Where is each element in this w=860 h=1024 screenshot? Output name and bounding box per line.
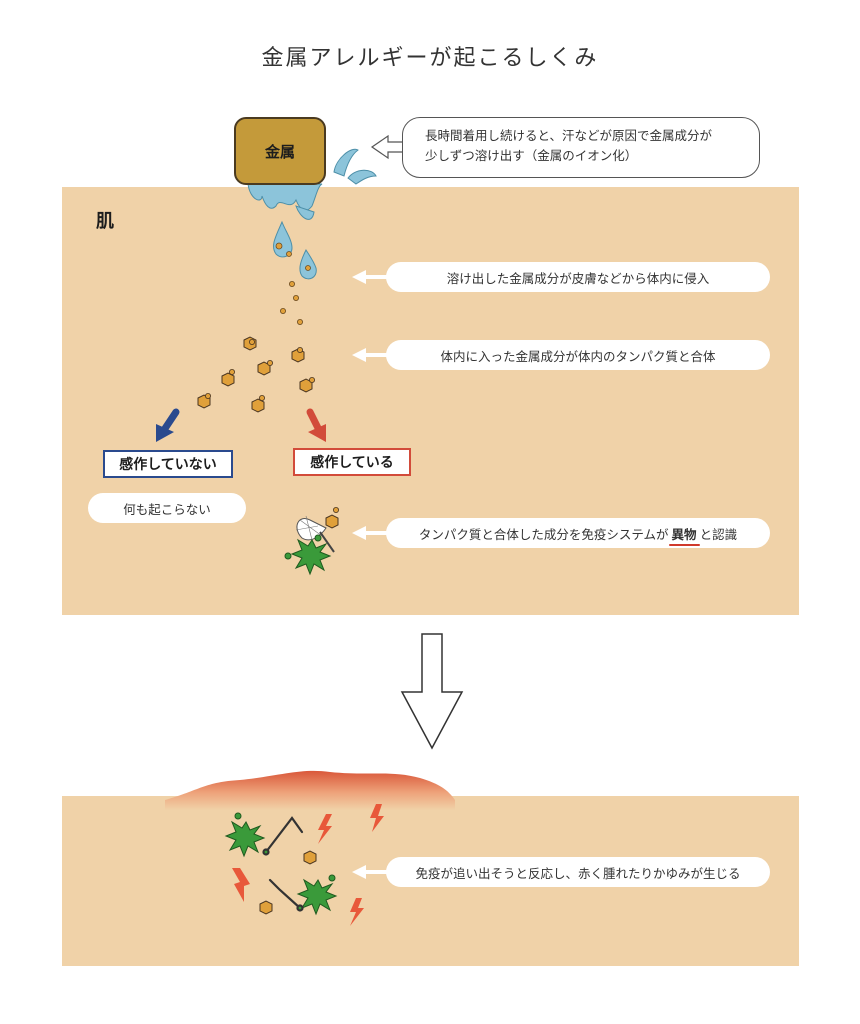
- germs-bottom: [224, 812, 338, 916]
- step-invasion: 溶け出した金属成分が皮膚などから体内に侵入: [386, 262, 770, 292]
- particles-in-drops: [275, 242, 311, 271]
- metal-block: 金属: [234, 117, 326, 185]
- immune-net-icon: [295, 515, 335, 553]
- red-arrow-icon: [306, 408, 326, 442]
- big-down-arrow-icon: [400, 633, 464, 750]
- droplets: [273, 220, 317, 280]
- callout-arrow-icon: [370, 134, 405, 160]
- scratch-marks: [262, 816, 304, 912]
- callout-line-2: 少しずつ溶け出す（金属のイオン化）: [425, 148, 638, 163]
- diagram-title: 金属アレルギーが起こるしくみ: [261, 46, 599, 71]
- bottom-particles: [259, 850, 317, 915]
- protein-particles: [204, 338, 339, 513]
- swelling-bump: [165, 770, 455, 810]
- not-sensitized-box: 感作していない: [103, 450, 233, 478]
- metal-particles: [279, 280, 303, 325]
- nothing-happens-pill: 何も起こらない: [88, 493, 246, 523]
- metal-drips: [247, 183, 323, 220]
- skin-label: 肌: [96, 211, 114, 232]
- step-binding: 体内に入った金属成分が体内のタンパク質と合体: [386, 340, 770, 370]
- callout-ionization: 長時間着用し続けると、汗などが原因で金属成分が 少しずつ溶け出す（金属のイオン化…: [402, 117, 760, 178]
- itch-sparks: [232, 804, 384, 926]
- step-recognition-pre: タンパク質と合体した成分を免疫システムが: [418, 526, 669, 542]
- metal-label: 金属: [264, 142, 295, 161]
- pointer-arrows: [352, 270, 390, 879]
- sensitized-box: 感作している: [293, 448, 411, 476]
- protein-complexes: [197, 336, 339, 529]
- blue-arrow-icon: [156, 408, 180, 442]
- splash-drops: [333, 148, 377, 185]
- step-recognition-post: と認識: [699, 526, 738, 542]
- callout-line-1: 長時間着用し続けると、汗などが原因で金属成分が: [425, 128, 713, 143]
- foreign-body-label: 異物: [668, 524, 700, 546]
- step-recognition: タンパク質と合体した成分を免疫システムが 異物 と認識: [386, 518, 770, 548]
- germ-icon: [284, 534, 332, 576]
- step-reaction: 免疫が追い出そうと反応し、赤く腫れたりかゆみが生じる: [386, 857, 770, 887]
